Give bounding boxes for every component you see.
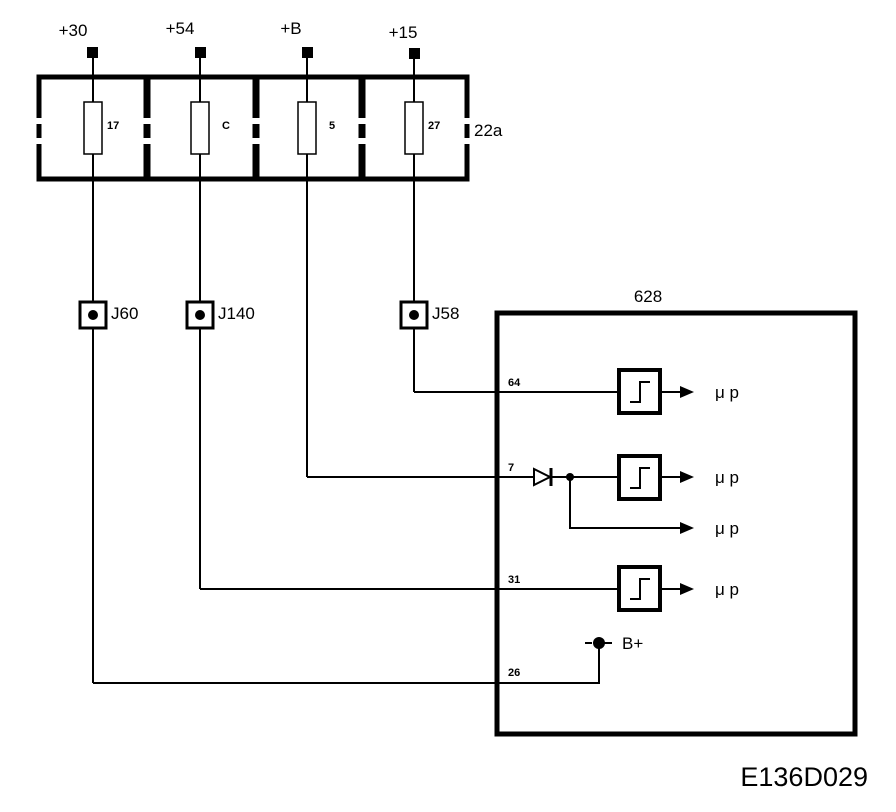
diode	[533, 467, 553, 487]
module-label: 628	[634, 287, 662, 306]
supply-label-30: +30	[59, 21, 88, 40]
connector-label-j140: J140	[218, 304, 255, 323]
supply-label-b: +B	[280, 19, 301, 38]
fuse-5	[297, 101, 317, 155]
fuse-box-label: 22a	[474, 121, 503, 140]
fuse-label-c: C	[222, 120, 230, 132]
buffer-pin-31	[617, 565, 662, 612]
output-arrow-4	[680, 583, 694, 595]
connector-label-j58: J58	[432, 304, 459, 323]
output-label-4: μ p	[715, 580, 739, 599]
battery-node	[593, 637, 605, 649]
supply-terminal-54	[195, 47, 206, 58]
supply-terminal-b	[302, 47, 313, 58]
output-arrow-1	[680, 386, 694, 398]
fuse-17	[83, 101, 103, 155]
battery-label: B+	[622, 634, 643, 653]
pin-label-26: 26	[508, 667, 520, 679]
supply-label-15: +15	[389, 23, 418, 42]
fuse-label-27: 27	[428, 120, 440, 132]
supply-label-54: +54	[166, 19, 195, 38]
output-label-2: μ p	[715, 468, 739, 487]
output-arrow-3	[680, 522, 694, 534]
module-box	[494, 310, 858, 737]
pin-label-7: 7	[508, 462, 514, 474]
output-wire-3	[569, 477, 682, 529]
fuse-label-17: 17	[107, 120, 119, 132]
supply-terminal-30	[87, 47, 98, 58]
buffer-pin-64	[617, 368, 662, 415]
pin-label-31: 31	[508, 574, 520, 586]
output-label-1: μ p	[715, 383, 739, 402]
fuse-c	[190, 101, 210, 155]
output-arrow-2	[680, 471, 694, 483]
fuse-27	[404, 101, 424, 155]
fuse-box	[35, 74, 472, 182]
supply-terminal-15	[409, 48, 420, 59]
wire-pin-26	[93, 643, 600, 684]
diagram-reference: E136D029	[740, 762, 868, 792]
connector-j58	[399, 300, 429, 330]
connector-label-j60: J60	[111, 304, 138, 323]
fuse-label-5: 5	[329, 120, 335, 132]
connector-j140	[185, 300, 215, 330]
connector-j60	[78, 300, 108, 330]
output-label-3: μ p	[715, 519, 739, 538]
pin-label-64: 64	[508, 377, 521, 389]
buffer-pin-7	[617, 454, 662, 501]
